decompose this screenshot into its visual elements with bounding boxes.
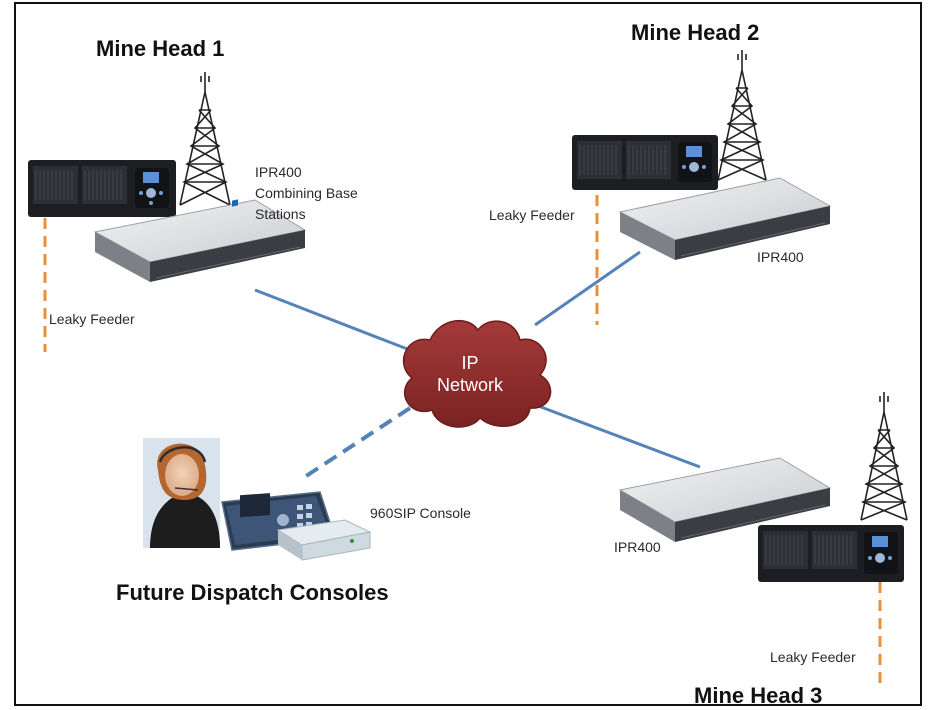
label-ipr400-site3: IPR400 — [614, 539, 661, 555]
title-mine-head-2: Mine Head 2 — [631, 20, 760, 45]
dispatcher-photo — [143, 438, 220, 548]
title-future-dispatch-consoles: Future Dispatch Consoles — [116, 580, 389, 605]
tower-icon-site2 — [717, 50, 767, 181]
radio-unit-site1 — [28, 160, 176, 217]
title-mine-head-1: Mine Head 1 — [96, 36, 225, 61]
label-960sip-console: 960SIP Console — [370, 505, 471, 521]
ip-network-cloud — [402, 320, 552, 428]
label-leaky-feeder-1: Leaky Feeder — [49, 311, 135, 327]
label-leaky-feeder-3: Leaky Feeder — [770, 649, 856, 665]
label-leaky-feeder-2: Leaky Feeder — [489, 207, 575, 223]
tower-icon-site3 — [860, 392, 908, 521]
cloud-label-line1: IP — [461, 353, 479, 373]
cloud-label-line2: Network — [436, 375, 503, 395]
label-ipr400-site2: IPR400 — [757, 249, 804, 265]
radio-unit-site2 — [572, 135, 718, 190]
tower-icon-site1 — [179, 72, 231, 206]
link-console — [298, 406, 412, 482]
link-site1 — [254, 288, 416, 354]
label-ipr400-combining-line2: Combining Base — [255, 185, 358, 201]
ipr400-rack-site3 — [618, 457, 832, 542]
label-ipr400-combining-line1: IPR400 — [255, 164, 302, 180]
label-ipr400-combining-line3: Stations — [255, 206, 306, 222]
sip-console-device — [221, 491, 336, 551]
radio-unit-site3 — [758, 525, 904, 582]
link-site3 — [532, 402, 701, 469]
ipr400-rack-site1 — [93, 199, 307, 282]
ipr400-rack-site2 — [618, 177, 832, 260]
title-mine-head-3: Mine Head 3 — [694, 683, 823, 708]
sip-gateway-box — [276, 519, 372, 561]
link-site2 — [534, 250, 641, 327]
